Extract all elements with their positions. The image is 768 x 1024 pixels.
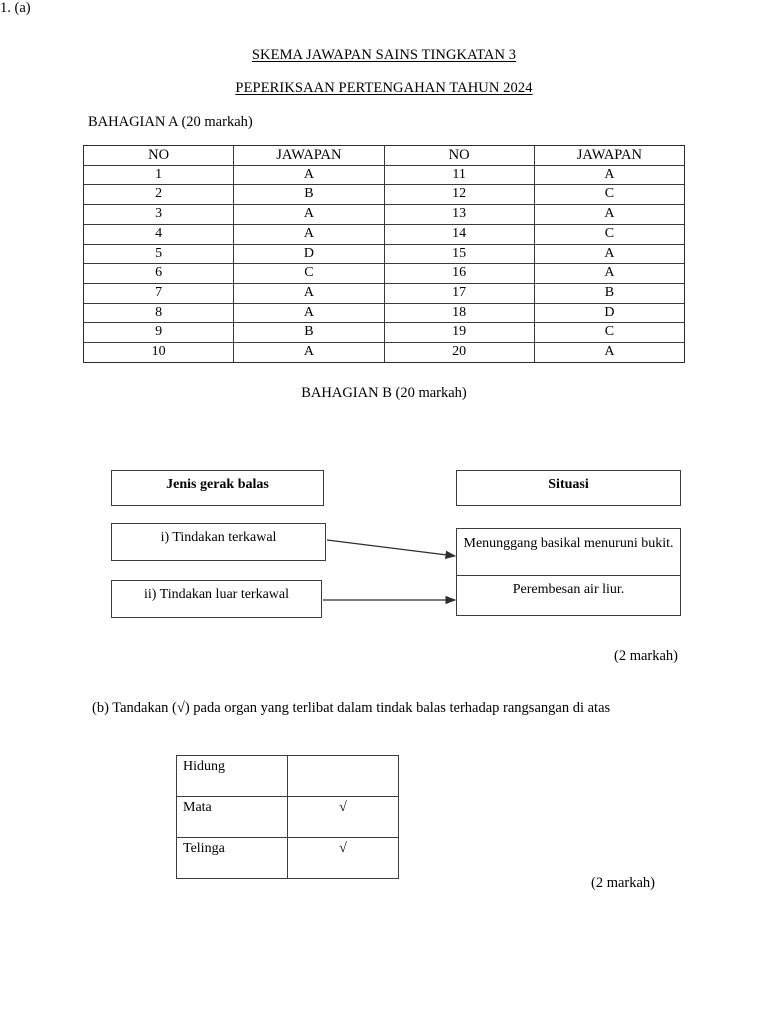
- column-header-no-1: NO: [82, 145, 235, 166]
- cell-organ-mark: [287, 755, 399, 797]
- cell-jawapan: C: [533, 184, 686, 206]
- table-header-row: NO JAWAPAN NO JAWAPAN: [82, 145, 686, 166]
- flow-left-item-1-box: i) Tindakan terkawal: [111, 523, 326, 561]
- cell-jawapan: A: [233, 223, 385, 245]
- cell-no: 10: [82, 342, 235, 363]
- cell-no: 2: [82, 184, 235, 206]
- flow-left-item-2-box: ii) Tindakan luar terkawal: [111, 580, 322, 618]
- cell-no: 3: [82, 204, 235, 225]
- cell-no: 14: [383, 223, 535, 245]
- cell-jawapan: A: [233, 282, 385, 304]
- cell-no: 13: [383, 204, 535, 225]
- cell-no: 18: [383, 302, 535, 324]
- arrow-connectors: [323, 539, 457, 605]
- cell-organ-name: Telinga: [176, 837, 288, 879]
- cell-no: 17: [383, 282, 535, 304]
- table-row: 8 A 18 D: [82, 302, 686, 324]
- cell-jawapan: A: [533, 342, 686, 363]
- flow-right-header-box: Situasi: [456, 470, 681, 506]
- section-b-heading: BAHAGIAN B (20 markah): [301, 385, 467, 401]
- flow-left-header-box: Jenis gerak balas: [111, 470, 324, 506]
- column-header-no-2: NO: [383, 145, 535, 166]
- question-1b-label: (b) Tandakan (√) pada organ yang terliba…: [92, 700, 611, 716]
- column-header-jawapan-1: JAWAPAN: [233, 145, 385, 166]
- section-a-heading: BAHAGIAN A (20 markah): [88, 114, 253, 130]
- table-row: 4 A 14 C: [82, 223, 686, 245]
- cell-jawapan: D: [533, 302, 686, 324]
- marks-label-1a: (2 markah): [613, 648, 678, 664]
- cell-no: 8: [82, 302, 235, 324]
- column-header-jawapan-2: JAWAPAN: [533, 145, 686, 166]
- table-row: 2 B 12 C: [82, 184, 686, 206]
- organ-checklist-table-body: Hidung Mata √ Telinga √: [176, 755, 399, 879]
- table-row: Telinga √: [176, 837, 399, 879]
- cell-jawapan: A: [233, 204, 385, 225]
- document-title-line-1: SKEMA JAWAPAN SAINS TINGKATAN 3: [0, 47, 768, 64]
- answer-key-table: NO JAWAPAN NO JAWAPAN 1 A 11 A 2 B 12 C …: [82, 145, 686, 363]
- cell-jawapan: C: [233, 263, 385, 284]
- table-row: Mata √: [176, 796, 399, 838]
- cell-jawapan: A: [233, 342, 385, 363]
- marks-label-1b: (2 markah): [590, 875, 655, 891]
- cell-jawapan: A: [533, 263, 686, 284]
- question-1a-label: 1. (a): [0, 0, 31, 16]
- cell-no: 15: [383, 243, 535, 265]
- cell-no: 20: [383, 342, 535, 363]
- table-row: 5 D 15 A: [82, 243, 686, 265]
- cell-no: 19: [383, 322, 535, 344]
- document-title-line-2: PEPERIKSAAN PERTENGAHAN TAHUN 2024: [0, 80, 768, 97]
- cell-jawapan: A: [533, 243, 686, 265]
- cell-jawapan: A: [233, 302, 385, 324]
- cell-jawapan: B: [233, 322, 385, 344]
- matching-flow-diagram: Jenis gerak balas i) Tindakan terkawal i…: [0, 455, 768, 640]
- document-title-line-1-text: SKEMA JAWAPAN SAINS TINGKATAN 3: [251, 47, 517, 63]
- table-row: 9 B 19 C: [82, 322, 686, 344]
- organ-checklist-table: Hidung Mata √ Telinga √: [176, 755, 399, 879]
- cell-organ-mark: √: [287, 837, 399, 879]
- cell-no: 7: [82, 282, 235, 304]
- flow-right-item-2-box: Perembesan air liur.: [456, 576, 681, 616]
- cell-no: 11: [383, 164, 535, 186]
- table-row: 10 A 20 A: [82, 342, 686, 363]
- table-row: 3 A 13 A: [82, 204, 686, 225]
- cell-organ-name: Hidung: [176, 755, 288, 797]
- cell-jawapan: B: [533, 282, 686, 304]
- cell-no: 6: [82, 263, 235, 284]
- table-row: 1 A 11 A: [82, 164, 686, 186]
- table-row: 7 A 17 B: [82, 282, 686, 304]
- cell-jawapan: C: [533, 223, 686, 245]
- cell-organ-mark: √: [287, 796, 399, 838]
- arrow-i-to-situation-1: [326, 539, 457, 559]
- cell-jawapan: D: [233, 243, 385, 265]
- cell-no: 16: [383, 263, 535, 284]
- cell-jawapan: C: [533, 322, 686, 344]
- document-title-line-2-text: PEPERIKSAAN PERTENGAHAN TAHUN 2024: [235, 80, 533, 96]
- cell-no: 12: [383, 184, 535, 206]
- flow-right-item-1-box: Menunggang basikal menuruni bukit.: [456, 528, 681, 576]
- table-row: 6 C 16 A: [82, 263, 686, 284]
- cell-organ-name: Mata: [176, 796, 288, 838]
- cell-jawapan: B: [233, 184, 385, 206]
- answer-key-table-body: NO JAWAPAN NO JAWAPAN 1 A 11 A 2 B 12 C …: [82, 145, 686, 363]
- cell-jawapan: A: [533, 164, 686, 186]
- table-row: Hidung: [176, 755, 399, 797]
- cell-no: 4: [82, 223, 235, 245]
- cell-no: 9: [82, 322, 235, 344]
- cell-jawapan: A: [533, 204, 686, 225]
- cell-no: 1: [82, 164, 235, 186]
- cell-no: 5: [82, 243, 235, 265]
- cell-jawapan: A: [233, 164, 385, 186]
